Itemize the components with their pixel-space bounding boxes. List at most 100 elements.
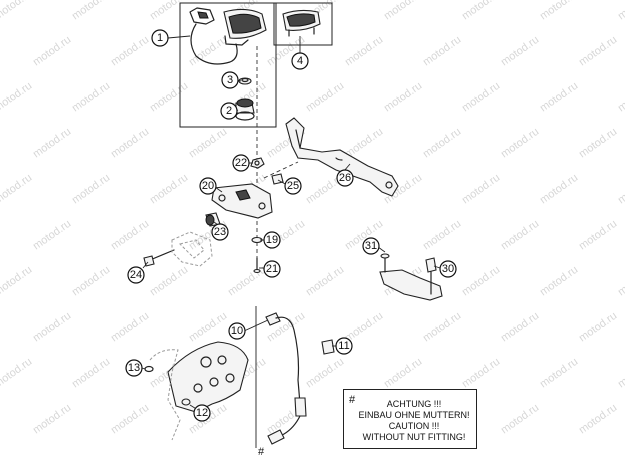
- callout-3: 3: [221, 71, 239, 89]
- watermark-text: motod.ru: [70, 172, 112, 207]
- leader-lines: [141, 35, 441, 411]
- watermark-text: motod.ru: [616, 80, 625, 115]
- watermark-text: motod.ru: [148, 80, 190, 115]
- watermark-text: motod.ru: [0, 172, 34, 207]
- disc-guard: [167, 341, 249, 413]
- watermark-text: motod.ru: [538, 264, 580, 299]
- watermark-text: motod.ru: [499, 34, 541, 69]
- callout-22: 22: [232, 154, 250, 172]
- watermark-text: motod.ru: [109, 34, 151, 69]
- watermark-text: motod.ru: [616, 172, 625, 207]
- watermark-text: motod.ru: [460, 172, 502, 207]
- watermark-text: motod.ru: [148, 172, 190, 207]
- note-line-2: EINBAU OHNE MUTTERN!: [358, 410, 470, 420]
- watermark-text: motod.ru: [0, 80, 34, 115]
- watermark-text: motod.ru: [70, 80, 112, 115]
- watermark-text: motod.ru: [31, 34, 73, 69]
- callout-24: 24: [127, 266, 145, 284]
- watermark-text: motod.ru: [499, 310, 541, 345]
- svg-text:22: 22: [235, 157, 247, 169]
- watermark-text: motod.ru: [70, 356, 112, 391]
- svg-text:25: 25: [287, 180, 299, 192]
- ring-part: [238, 77, 252, 85]
- watermark-text: motod.ru: [31, 310, 73, 345]
- watermark-text: motod.ru: [460, 356, 502, 391]
- note-line-3: CAUTION !!!: [388, 421, 440, 431]
- svg-text:19: 19: [266, 234, 278, 246]
- cover-bracket: [282, 9, 321, 37]
- washer-part: [271, 173, 284, 185]
- watermark-text: motod.ru: [460, 80, 502, 115]
- svg-text:12: 12: [196, 407, 208, 419]
- watermark-text: motod.ru: [538, 172, 580, 207]
- svg-text:1: 1: [157, 32, 163, 44]
- svg-text:26: 26: [339, 172, 351, 184]
- watermark-text: motod.ru: [382, 80, 424, 115]
- nut-part: [250, 157, 265, 169]
- watermark-text: motod.ru: [226, 264, 268, 299]
- callout-21: 21: [263, 260, 281, 278]
- cable-clip: [321, 339, 335, 355]
- watermark-text: motod.ru: [0, 356, 34, 391]
- watermark-text: motod.ru: [382, 356, 424, 391]
- watermark-text: motod.ru: [577, 402, 619, 437]
- screw-part-12: [181, 398, 191, 406]
- watermark-text: motod.ru: [499, 126, 541, 161]
- ghost-clamp-outline: [171, 231, 213, 267]
- watermark-text: motod.ru: [187, 310, 229, 345]
- note-text: ACHTUNG !!! EINBAU OHNE MUTTERN! CAUTION…: [354, 399, 474, 443]
- watermark-text: motod.ru: [304, 356, 346, 391]
- watermark-text: motod.ru: [109, 402, 151, 437]
- watermark-text: motod.ru: [0, 0, 34, 22]
- callout-2: 2: [220, 102, 238, 120]
- callout-30: 30: [439, 260, 457, 278]
- watermark-text: motod.ru: [31, 218, 73, 253]
- watermark-text: motod.ru: [304, 80, 346, 115]
- watermark-text: motod.ru: [577, 218, 619, 253]
- watermark-text: motod.ru: [538, 80, 580, 115]
- watermark-text: motod.ru: [538, 0, 580, 22]
- cable-hash-mark: #: [258, 446, 265, 458]
- watermark-text: motod.ru: [109, 218, 151, 253]
- sensor-cable: [265, 312, 307, 445]
- speedometer-unit: [189, 7, 267, 65]
- bracket-axis-line: [263, 161, 299, 179]
- callout-25: 25: [284, 177, 302, 195]
- watermark-text: motod.ru: [421, 34, 463, 69]
- svg-text:3: 3: [227, 74, 233, 86]
- note-hash-symbol: #: [349, 394, 356, 406]
- callout-10: 10: [228, 322, 246, 340]
- callout-11: 11: [335, 337, 353, 355]
- callout-4: 4: [291, 52, 309, 70]
- watermark-text: motod.ru: [31, 402, 73, 437]
- svg-text:24: 24: [130, 269, 142, 281]
- callout-20: 20: [199, 177, 217, 195]
- svg-text:11: 11: [338, 340, 349, 352]
- watermark-text: motod.ru: [187, 126, 229, 161]
- watermark-text: motod.ru: [421, 218, 463, 253]
- watermark-text: motod.ru: [538, 356, 580, 391]
- svg-text:23: 23: [214, 226, 226, 238]
- watermark-text: motod.ru: [460, 264, 502, 299]
- callout-13: 13: [125, 359, 143, 377]
- grommet-part: [235, 98, 255, 121]
- watermark-text: motod.ru: [0, 264, 34, 299]
- ring-part-13: [144, 365, 154, 373]
- svg-text:20: 20: [202, 180, 214, 192]
- ghost-wheel-outline: [149, 349, 181, 441]
- svg-text:31: 31: [365, 240, 377, 252]
- watermark-text: motod.ru: [421, 126, 463, 161]
- bushing-part: [205, 212, 221, 227]
- watermark-text: motod.ru: [577, 310, 619, 345]
- watermark-text: motod.ru: [499, 218, 541, 253]
- watermark-text: motod.ru: [577, 126, 619, 161]
- watermark-text: motod.ru: [616, 356, 625, 391]
- bracket-cover-group-box: [273, 2, 333, 46]
- caution-note: # ACHTUNG !!! EINBAU OHNE MUTTERN! CAUTI…: [343, 389, 477, 449]
- callout-23: 23: [211, 223, 229, 241]
- watermark-layer: motod.ru motod.ru motod.ru motod.ru motod.ru…: [0, 0, 625, 436]
- watermark-text: motod.ru: [304, 264, 346, 299]
- callout-31: 31: [362, 237, 380, 255]
- watermark-text: motod.ru: [31, 126, 73, 161]
